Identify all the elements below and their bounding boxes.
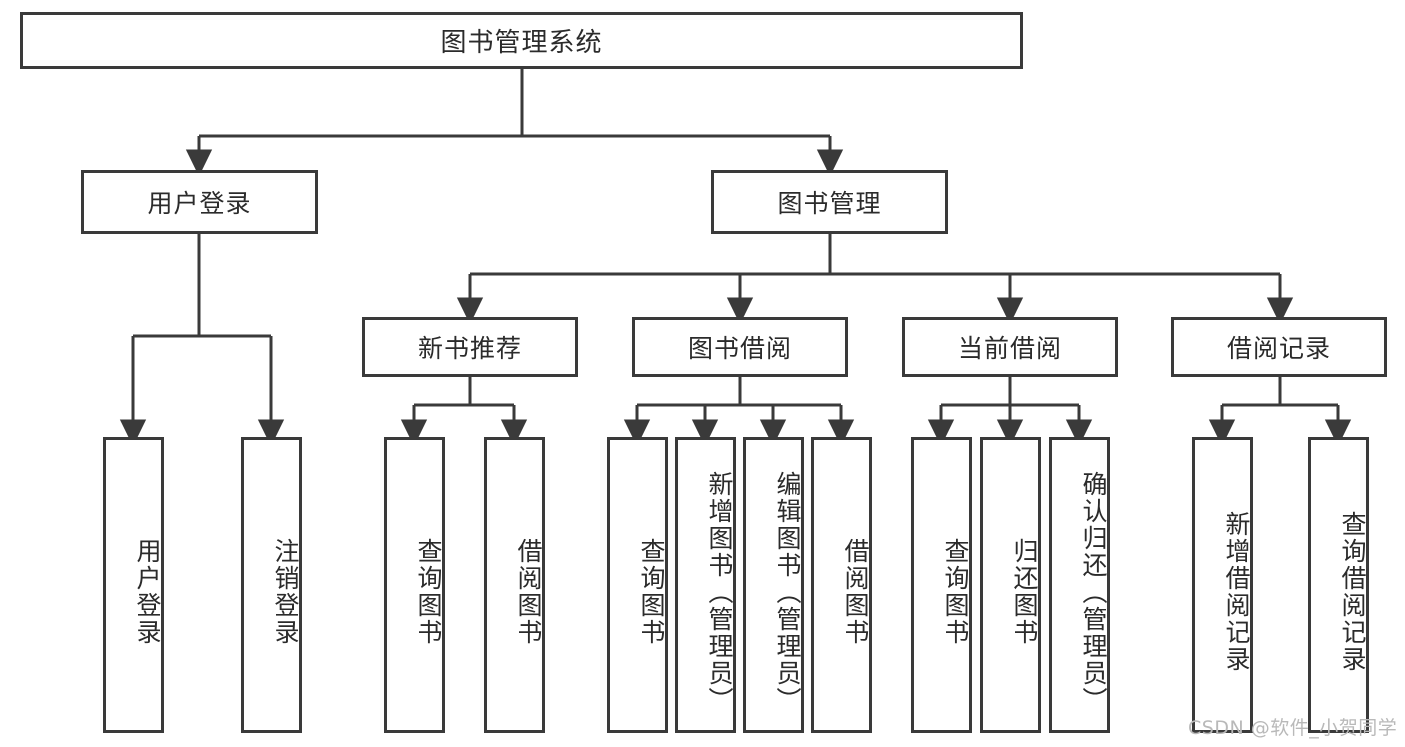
node-label: 查询图书	[414, 538, 443, 646]
leaf-borrow-books-borrowing[interactable]: 借阅图书	[811, 437, 872, 733]
leaf-user-login[interactable]: 用户登录	[103, 437, 164, 733]
node-label: 图书管理	[777, 189, 882, 218]
node-label: 查询图书	[637, 538, 666, 646]
leaf-return-books[interactable]: 归还图书	[980, 437, 1041, 733]
node-label: 用户登录	[133, 538, 162, 646]
node-label: 借阅记录	[1226, 334, 1331, 363]
node-label: 借阅图书	[514, 538, 543, 646]
leaf-logout[interactable]: 注销登录	[241, 437, 302, 733]
leaf-query-books-recommendation[interactable]: 查询图书	[384, 437, 445, 733]
leaf-query-borrow-record[interactable]: 查询借阅记录	[1308, 437, 1369, 733]
leaf-add-borrow-record[interactable]: 新增借阅记录	[1192, 437, 1253, 733]
node-label: 编辑图书（管理员）	[773, 470, 802, 714]
node-label: 图书管理系统	[440, 28, 603, 58]
node-user-login[interactable]: 用户登录	[81, 170, 318, 234]
node-new-book-recommendation[interactable]: 新书推荐	[362, 317, 578, 377]
node-label: 查询图书	[941, 538, 970, 646]
node-current-borrowing[interactable]: 当前借阅	[902, 317, 1118, 377]
leaf-query-books-current[interactable]: 查询图书	[911, 437, 972, 733]
node-label: 当前借阅	[957, 334, 1062, 363]
node-label: 用户登录	[147, 189, 252, 218]
csdn-watermark: CSDN @软件_小贺同学	[1188, 717, 1398, 739]
node-root-book-management-system[interactable]: 图书管理系统	[20, 12, 1023, 69]
node-label: 归还图书	[1010, 538, 1039, 646]
node-book-borrowing[interactable]: 图书借阅	[632, 317, 848, 377]
node-label: 注销登录	[271, 538, 300, 646]
leaf-add-book-admin[interactable]: 新增图书（管理员）	[675, 437, 736, 733]
node-label: 借阅图书	[841, 538, 870, 646]
leaf-confirm-return-admin[interactable]: 确认归还（管理员）	[1049, 437, 1110, 733]
node-label: 新增图书（管理员）	[705, 470, 734, 714]
node-label: 图书借阅	[687, 334, 792, 363]
node-label: 新书推荐	[417, 334, 522, 363]
node-label: 确认归还（管理员）	[1079, 470, 1108, 714]
node-borrow-records[interactable]: 借阅记录	[1171, 317, 1387, 377]
leaf-borrow-books-recommendation[interactable]: 借阅图书	[484, 437, 545, 733]
leaf-query-books-borrowing[interactable]: 查询图书	[607, 437, 668, 733]
node-book-management[interactable]: 图书管理	[711, 170, 948, 234]
node-label: 查询借阅记录	[1338, 511, 1367, 673]
leaf-edit-book-admin[interactable]: 编辑图书（管理员）	[743, 437, 804, 733]
node-label: 新增借阅记录	[1222, 511, 1251, 673]
